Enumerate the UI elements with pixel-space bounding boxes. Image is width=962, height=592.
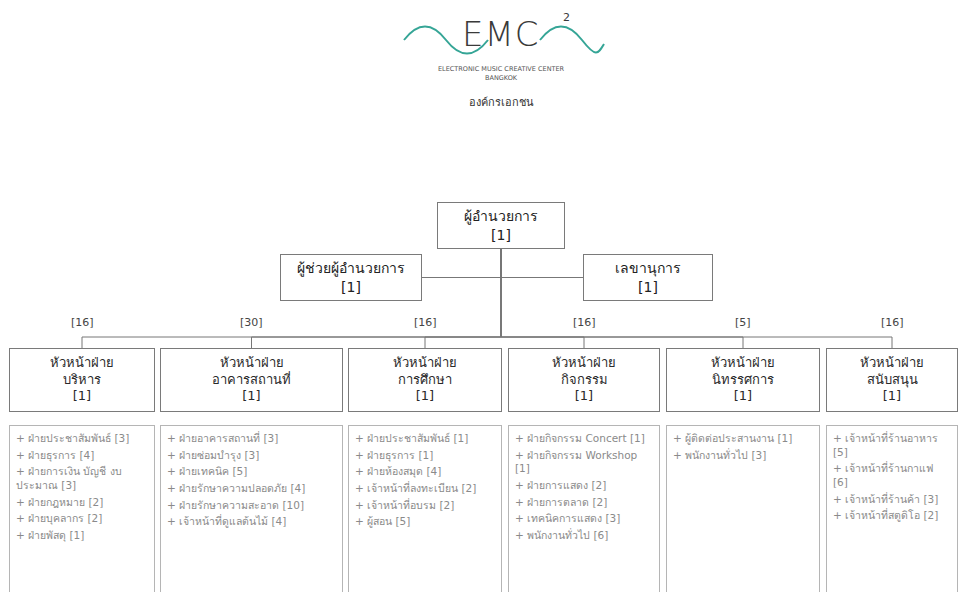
department-head-box: หัวหน้าฝ่าย นิทรรศการ[1] xyxy=(666,348,820,412)
department-head-box: หัวหน้าฝ่าย อาคารสถานที่[1] xyxy=(160,348,343,412)
staff-item: + ฝ่ายอาคารสถานที่ [3] xyxy=(167,432,336,446)
staff-item: + ฝ่ายการตลาด [2] xyxy=(515,496,653,510)
staff-list-box: + ฝ่ายประชาสัมพันธ์ [3] + ฝ่ายธุรการ [4] +… xyxy=(9,425,155,592)
staff-item: + ผู้สอน [5] xyxy=(355,515,495,529)
staff-item: + ฝ่ายรักษาความปลอดภัย [4] xyxy=(167,482,336,496)
staff-item: + เจ้าหน้าที่ร้านค้า [3] xyxy=(833,493,951,507)
department-head-box: หัวหน้าฝ่าย บริหาร[1] xyxy=(9,348,155,412)
staff-item: + พนักงานทั่วไป [3] xyxy=(673,449,813,463)
org-connector xyxy=(252,249,502,348)
org-connector xyxy=(501,249,743,348)
department-head-box: หัวหน้าฝ่าย กิจกรรม[1] xyxy=(508,348,660,412)
staff-item: + ฝ่ายรักษาความสะอาด [10] xyxy=(167,499,336,513)
staff-list-box: + ฝ่ายกิจกรรม Concert [1] + ฝ่ายกิจกรรม W… xyxy=(508,425,660,592)
staff-item: + ฝ่ายธุรการ [1] xyxy=(355,449,495,463)
role-title: หัวหน้าฝ่าย อาคารสถานที่ xyxy=(200,355,304,389)
staff-item: + ฝ่ายกิจกรรม Workshop [1] xyxy=(515,449,653,476)
staff-list-box: + ผู้ติดต่อประสานงาน [1] + พนักงานทั่วไป … xyxy=(666,425,820,592)
director-box: ผู้อำนวยการ[1] xyxy=(437,202,565,249)
staff-item: + เจ้าหน้าที่ดูแลต้นไม้ [4] xyxy=(167,515,336,529)
role-title: หัวหน้าฝ่าย กิจกรรม xyxy=(532,355,636,389)
logo-wave xyxy=(540,27,604,53)
staff-item: + ฝ่ายประชาสัมพันธ์ [1] xyxy=(355,432,495,446)
staff-list-box: + ฝ่ายอาคารสถานที่ [3] + ฝ่ายซ่อมบำรุง [3… xyxy=(160,425,343,592)
logo-subtitle: BANGKOK xyxy=(485,75,517,82)
role-title: หัวหน้าฝ่าย บริหาร xyxy=(30,355,134,389)
staff-item: + ฝ่ายเทคนิค [5] xyxy=(167,465,336,479)
headcount-label: [30] xyxy=(240,317,263,329)
staff-item: + ฝ่ายธุรการ [4] xyxy=(16,449,148,463)
staff-item: + ฝ่ายห้องสมุด [4] xyxy=(355,465,495,479)
staff-item: + เจ้าหน้าที่ร้านอาหาร [5] xyxy=(833,432,951,459)
staff-list-box: + ฝ่ายประชาสัมพันธ์ [1] + ฝ่ายธุรการ [1] +… xyxy=(348,425,502,592)
headcount: [1] xyxy=(491,226,511,244)
staff-item: + ฝ่ายกิจกรรม Concert [1] xyxy=(515,432,653,446)
role-title: หัวหน้าฝ่าย นิทรรศการ xyxy=(691,355,795,389)
org-connector xyxy=(501,249,584,348)
headcount-label: [16] xyxy=(881,317,904,329)
headcount: [1] xyxy=(883,388,901,405)
staff-item: + ฝ่ายประชาสัมพันธ์ [3] xyxy=(16,432,148,446)
headcount: [1] xyxy=(734,388,752,405)
assistant-box: ผู้ช่วยผู้อำนวยการ[1] xyxy=(280,254,422,301)
staff-item: + เจ้าหน้าที่ลงทะเบียน [2] xyxy=(355,482,495,496)
organisation-type: องค์กรเอกชน xyxy=(469,97,534,109)
org-connector xyxy=(501,249,583,278)
staff-item: + เจ้าหน้าที่อบรม [2] xyxy=(355,499,495,513)
staff-item: + ฝ่ายซ่อมบำรุง [3] xyxy=(167,449,336,463)
staff-item: + เทคนิคการแสดง [3] xyxy=(515,512,653,526)
staff-item: + ฝ่ายการเงิน บัญชี งบประมาณ [3] xyxy=(16,465,148,492)
department-head-box: หัวหน้าฝ่าย สนับสนุน[1] xyxy=(826,348,958,412)
logo-text: EMC xyxy=(462,16,540,53)
logo-subtitle: ELECTRONIC MUSIC CREATIVE CENTER xyxy=(438,66,564,73)
org-connector xyxy=(425,249,501,348)
role-title: เลขานุการ xyxy=(615,259,681,277)
staff-item: + ฝ่ายพัสดุ [1] xyxy=(16,529,148,543)
headcount-label: [5] xyxy=(735,317,751,329)
staff-item: + ฝ่ายบุคลากร [2] xyxy=(16,512,148,526)
headcount-label: [16] xyxy=(414,317,437,329)
staff-item: + พนักงานทั่วไป [6] xyxy=(515,529,653,543)
headcount: [1] xyxy=(73,388,91,405)
headcount-label: [16] xyxy=(71,317,94,329)
headcount-label: [16] xyxy=(573,317,596,329)
staff-list-box: + เจ้าหน้าที่ร้านอาหาร [5] + เจ้าหน้าที่ร… xyxy=(826,425,958,592)
role-title: ผู้อำนวยการ xyxy=(464,207,538,225)
staff-item: + ฝ่ายกฎหมาย [2] xyxy=(16,496,148,510)
headcount: [1] xyxy=(638,278,658,296)
logo-superscript: 2 xyxy=(563,12,570,24)
secretary-box: เลขานุการ[1] xyxy=(583,254,713,301)
headcount: [1] xyxy=(575,388,593,405)
headcount: [1] xyxy=(416,388,434,405)
staff-item: + ฝ่ายการแสดง [2] xyxy=(515,479,653,493)
role-title: ผู้ช่วยผู้อำนวยการ xyxy=(297,259,405,277)
headcount: [1] xyxy=(341,278,361,296)
org-connector xyxy=(501,249,892,348)
role-title: หัวหน้าฝ่าย การศึกษา xyxy=(373,355,477,389)
staff-item: + เจ้าหน้าที่สตูดิโอ [2] xyxy=(833,509,951,523)
org-connector xyxy=(422,249,501,278)
department-head-box: หัวหน้าฝ่าย การศึกษา[1] xyxy=(348,348,502,412)
staff-item: + เจ้าหน้าที่ร้านกาแฟ [6] xyxy=(833,462,951,489)
headcount: [1] xyxy=(242,388,260,405)
staff-item: + ผู้ติดต่อประสานงาน [1] xyxy=(673,432,813,446)
role-title: หัวหน้าฝ่าย สนับสนุน xyxy=(840,355,944,389)
org-connector xyxy=(82,249,501,348)
